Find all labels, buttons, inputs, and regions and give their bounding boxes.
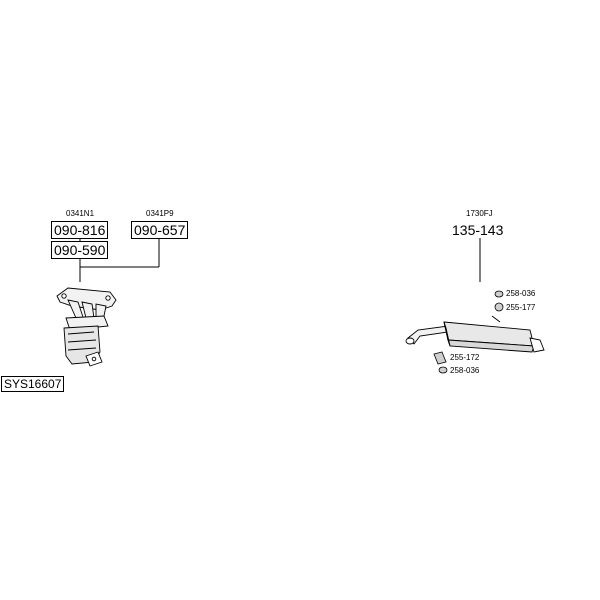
hardware-label[interactable]: 258-036 <box>506 289 536 298</box>
hardware-label[interactable]: 255-177 <box>506 303 536 312</box>
catalyst-code-2: 0341P9 <box>146 209 174 218</box>
part-number-090-657[interactable]: 090-657 <box>131 221 189 239</box>
bracket-icon[interactable] <box>433 351 447 365</box>
part-number-135-143[interactable]: 135-143 <box>452 222 504 238</box>
hardware-label[interactable]: 255-172 <box>450 353 480 362</box>
hardware-label[interactable]: 258-036 <box>450 366 480 375</box>
silencer-code: 1730FJ <box>466 209 493 218</box>
catalyst-code-1: 0341N1 <box>66 209 95 218</box>
part-number-090-816[interactable]: 090-816 <box>51 221 109 239</box>
rubber-mount-icon[interactable] <box>494 290 504 298</box>
system-code-label: SYS16607 <box>1 376 65 392</box>
rubber-mount-icon[interactable] <box>438 366 448 374</box>
part-number-090-590[interactable]: 090-590 <box>51 241 109 259</box>
rubber-mount-icon[interactable] <box>494 302 504 312</box>
